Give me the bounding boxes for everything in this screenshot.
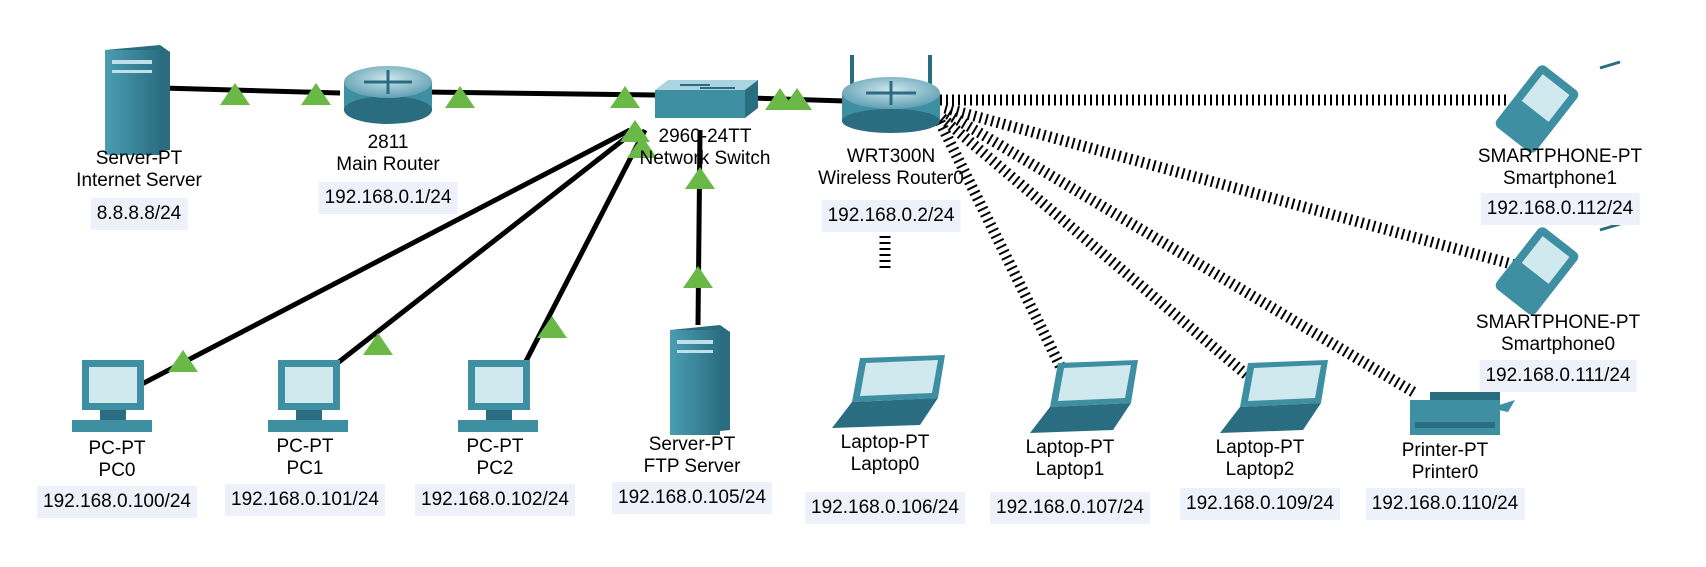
device-type: Server-PT: [95, 148, 183, 169]
pc-icon[interactable]: [458, 360, 538, 432]
link-up-icon: [685, 167, 715, 189]
link-switch-pc1: [333, 128, 638, 367]
device-type: SMARTPHONE-PT: [1475, 312, 1641, 333]
device-name: Printer0: [1411, 462, 1479, 483]
device-type: PC-PT: [276, 436, 334, 457]
device-name: Wireless Router0: [818, 168, 964, 189]
device-type: WRT300N: [846, 146, 936, 167]
laptop-icon[interactable]: [1030, 360, 1138, 433]
device-label-laptop0: Laptop-PT Laptop0: [841, 432, 930, 476]
ip-label: 8.8.8.8/24: [90, 198, 188, 230]
wlink-laptop1: [935, 119, 1073, 385]
link-up-icon: [782, 88, 812, 110]
link-switch-pc0: [138, 127, 632, 388]
device-name: PC1: [286, 458, 324, 479]
device-type: PC-PT: [88, 438, 146, 459]
ip-label: 192.168.0.111/24: [1479, 360, 1637, 392]
link-switch-pc2: [522, 128, 648, 365]
device-label-pc0: PC-PT PC0: [89, 438, 146, 482]
device-label-ftp-server: Server-PT FTP Server: [644, 434, 741, 478]
link-up-icon: [301, 83, 331, 105]
device-name: PC2: [476, 458, 514, 479]
ip-label: 192.168.0.112/24: [1480, 193, 1640, 225]
link-switch-ftp: [695, 129, 703, 326]
device-name: Laptop0: [850, 454, 920, 475]
router-icon[interactable]: [344, 66, 432, 124]
link-up-icon: [220, 83, 250, 105]
ip-label: 192.168.0.109/24: [1180, 488, 1340, 520]
wlink-laptop2: [938, 113, 1259, 387]
device-label-wireless-router: WRT300N Wireless Router0: [818, 146, 964, 190]
device-type: 2960-24TT: [658, 126, 752, 147]
ip-label: 192.168.0.102/24: [415, 484, 575, 516]
device-name: Network Switch: [639, 148, 771, 169]
device-label-smartphone1: SMARTPHONE-PT Smartphone1: [1478, 146, 1642, 190]
device-type: Laptop-PT: [1215, 437, 1305, 458]
server-icon[interactable]: [105, 45, 170, 155]
device-label-main-router: 2811 Main Router: [336, 132, 440, 176]
wlink-smartphone0: [943, 102, 1517, 271]
ip-label: 192.168.0.110/24: [1365, 488, 1525, 520]
device-type: Laptop-PT: [1025, 437, 1115, 458]
device-type: Printer-PT: [1401, 440, 1489, 461]
link-up-icon: [627, 136, 657, 158]
device-label-internet-server: Server-PT Internet Server: [76, 148, 202, 192]
device-name: Laptop1: [1035, 459, 1105, 480]
device-label-pc2: PC-PT PC2: [467, 436, 524, 480]
device-name: FTP Server: [643, 456, 741, 477]
ip-label: 192.168.0.1/24: [318, 182, 458, 214]
device-label-laptop2: Laptop-PT Laptop2: [1216, 437, 1305, 481]
ip-label: 192.168.0.106/24: [805, 492, 965, 524]
device-type: SMARTPHONE-PT: [1477, 146, 1643, 167]
laptop-icon[interactable]: [1220, 360, 1328, 433]
device-name: Smartphone1: [1502, 168, 1618, 189]
device-label-printer0: Printer-PT Printer0: [1402, 440, 1489, 484]
ip-label: 192.168.0.101/24: [225, 484, 385, 516]
laptop-icon[interactable]: [832, 355, 945, 428]
printer-icon[interactable]: [1410, 392, 1515, 435]
device-name: PC0: [98, 460, 136, 481]
device-name: Main Router: [336, 154, 440, 175]
device-name: Smartphone0: [1500, 334, 1616, 355]
link-up-icon: [683, 266, 713, 288]
wireless-links: [879, 94, 1517, 398]
device-label-pc1: PC-PT PC1: [277, 436, 334, 480]
device-type: PC-PT: [466, 436, 524, 457]
device-label-smartphone0: SMARTPHONE-PT Smartphone0: [1476, 312, 1640, 356]
link-up-icon: [537, 316, 567, 338]
link-up-icon: [620, 120, 650, 142]
link-up-icon: [363, 333, 393, 355]
wlink-printer0: [945, 109, 1418, 398]
device-type: Laptop-PT: [840, 432, 930, 453]
switch-icon[interactable]: [655, 80, 758, 118]
device-type: Server-PT: [648, 434, 736, 455]
device-type: 2811: [367, 132, 409, 153]
smartphone-icon[interactable]: [1493, 60, 1621, 155]
device-name: Internet Server: [76, 170, 202, 191]
link-up-icon: [610, 86, 640, 108]
ip-label: 192.168.0.105/24: [612, 482, 772, 514]
ip-label: 192.168.0.107/24: [990, 492, 1150, 524]
device-name: Laptop2: [1225, 459, 1295, 480]
pc-icon[interactable]: [268, 360, 348, 432]
link-status-markers: [168, 83, 812, 372]
server-icon[interactable]: [670, 325, 730, 435]
wireless-router-icon[interactable]: [842, 55, 940, 133]
smartphone-icon[interactable]: [1493, 222, 1621, 317]
device-label-switch: 2960-24TT Network Switch: [640, 126, 771, 170]
link-up-icon: [168, 350, 198, 372]
link-up-icon: [445, 86, 475, 108]
pc-icon[interactable]: [72, 360, 152, 432]
ip-label: 192.168.0.100/24: [37, 486, 197, 518]
device-label-laptop1: Laptop-PT Laptop1: [1026, 437, 1115, 481]
ip-label: 192.168.0.2/24: [821, 200, 961, 232]
